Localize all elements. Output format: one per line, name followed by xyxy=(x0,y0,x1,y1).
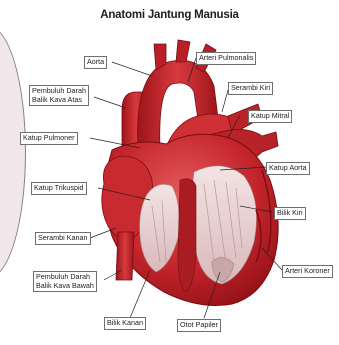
label-serambi-kiri: Serambi Kiri xyxy=(228,82,273,95)
label-serambi-kanan-text: Serambi Kanan xyxy=(38,233,88,242)
label-pembuluh-darah-kava-atas: Pembuluh Darah Balik Kava Atas xyxy=(29,85,89,106)
label-otot-papiler-text: Otot Papiler xyxy=(180,320,218,329)
label-pembuluh-darah-bawah-line2: Balik Kava Bawah xyxy=(36,282,94,291)
label-pembuluh-darah-kava-bawah: Pembuluh Darah Balik Kava Bawah xyxy=(33,271,97,292)
label-katup-trikuspid-text: Katup Trikuspid xyxy=(34,183,84,192)
label-bilik-kiri: Bilik Kiri xyxy=(274,207,306,220)
label-bilik-kanan-text: Bilik Kanan xyxy=(107,318,143,327)
label-katup-pulmoner-text: Katup Pulmoner xyxy=(23,133,75,142)
label-pembuluh-darah-atas-line2: Balik Kava Atas xyxy=(32,96,86,105)
label-serambi-kiri-text: Serambi Kiri xyxy=(231,83,270,92)
label-katup-mitral-text: Katup Mitral xyxy=(251,111,289,120)
inferior-vena-cava-shape xyxy=(116,232,134,280)
label-bilik-kanan: Bilik Kanan xyxy=(104,317,146,330)
label-aorta: Aorta xyxy=(84,56,107,69)
septum-shape xyxy=(178,179,196,292)
label-aorta-text: Aorta xyxy=(87,57,104,66)
label-bilik-kiri-text: Bilik Kiri xyxy=(277,208,303,217)
label-arteri-koroner-text: Arteri Koroner xyxy=(285,266,330,275)
label-arteri-pulmonalis-text: Arteri Pulmonalis xyxy=(199,53,253,62)
label-arteri-koroner: Arteri Koroner xyxy=(282,265,333,278)
label-katup-aorta-text: Katup Aorta xyxy=(269,163,307,172)
label-serambi-kanan: Serambi Kanan xyxy=(35,232,91,245)
label-katup-mitral: Katup Mitral xyxy=(248,110,292,123)
label-arteri-pulmonalis: Arteri Pulmonalis xyxy=(196,52,256,65)
label-katup-trikuspid: Katup Trikuspid xyxy=(31,182,87,195)
label-otot-papiler: Otot Papiler xyxy=(177,319,221,332)
label-katup-aorta: Katup Aorta xyxy=(266,162,310,175)
label-katup-pulmoner: Katup Pulmoner xyxy=(20,132,78,145)
